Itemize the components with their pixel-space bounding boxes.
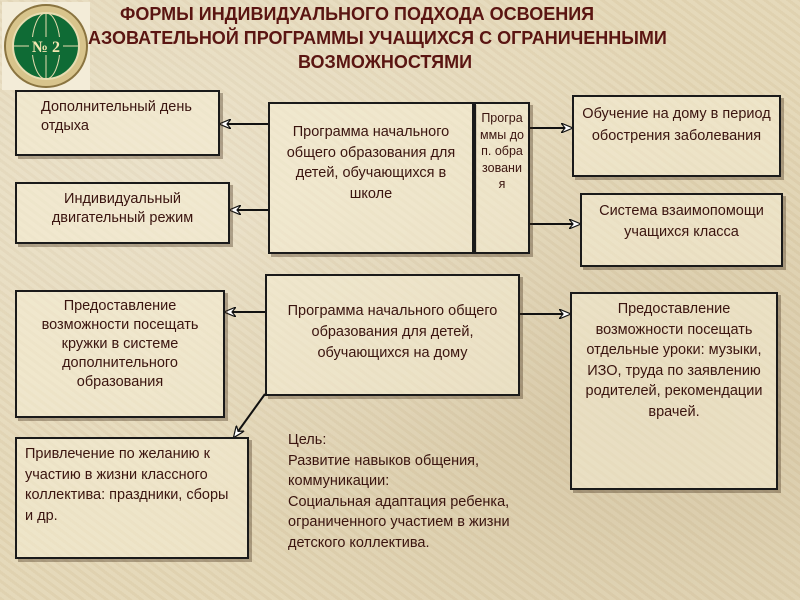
box-program-school: Программа начального общего образования … [268, 102, 474, 254]
box-program-extra-education: Программы доп. образования [474, 102, 530, 254]
box-extra-day-off: Дополнительный день отдыха [15, 90, 220, 156]
page-title: ФОРМЫ ИНДИВИДУАЛЬНОГО ПОДХОДА ОСВОЕНИЯ а… [88, 2, 800, 74]
title-line-2: азовательной программы учащихся с ограни… [88, 28, 667, 48]
box-class-life: Привлечение по желанию к участию в жизни… [15, 437, 249, 559]
title-line-3: возможностями [298, 52, 473, 72]
box-individual-motor-mode: Индивидуальный двигательный режим [15, 182, 230, 244]
title-line-1: ФОРМЫ ИНДИВИДУАЛЬНОГО ПОДХОДА ОСВОЕНИЯ [120, 4, 595, 24]
box-home-learning: Обучение на дому в период обострения заб… [572, 95, 781, 177]
logo-number: № 2 [32, 39, 60, 56]
goal-text: Цель: Развитие навыков общения, коммуник… [288, 430, 598, 553]
goal-heading: Цель: [288, 432, 327, 448]
school-logo: № 2 [2, 2, 90, 90]
box-separate-lessons: Предоставление возможности посещать отде… [570, 292, 778, 490]
box-program-home: Программа начального общего образования … [265, 274, 520, 396]
box-clubs-access: Предоставление возможности посещать круж… [15, 290, 225, 418]
arrow-to-class-life [234, 393, 266, 437]
box-mutual-help: Система взаимопомощи учащихся класса [580, 193, 783, 267]
